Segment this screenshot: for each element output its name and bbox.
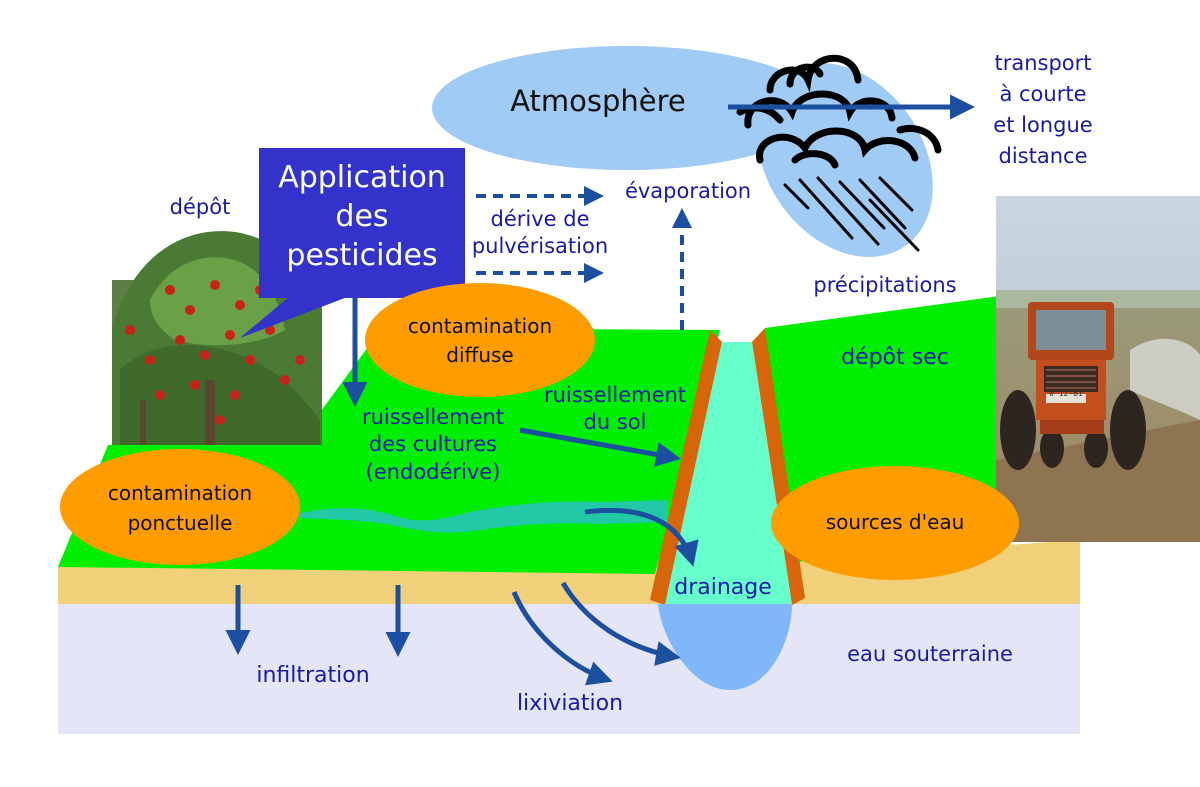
drainage-arrow bbox=[584, 507, 699, 567]
label-transport-line-1: transport bbox=[994, 51, 1092, 75]
label-transport-line-2: à courte bbox=[999, 82, 1087, 106]
label-ruissellement-cultures-line-2: des cultures bbox=[368, 432, 498, 457]
ellipse-ponctuelle-line-1: contamination bbox=[107, 481, 253, 505]
ellipse-diffuse bbox=[365, 283, 595, 397]
label-ruissellement-sol-line-1: ruissellement bbox=[543, 383, 687, 407]
label-transport: transport à courte et longue distance bbox=[978, 48, 1108, 172]
label-drift: dérive de pulvérisation bbox=[455, 206, 625, 261]
label-drift-line-1: dérive de bbox=[490, 207, 590, 231]
river-bank-left bbox=[650, 330, 722, 605]
label-transport-line-3: et longue bbox=[993, 113, 1093, 137]
stream bbox=[300, 500, 668, 533]
rain-lines bbox=[783, 176, 920, 252]
groundwater-layer bbox=[58, 604, 1080, 734]
label-lixiviation: lixiviation bbox=[516, 691, 624, 716]
label-transport-line-4: distance bbox=[998, 144, 1088, 168]
river-water bbox=[665, 342, 792, 605]
label-depot: dépôt bbox=[169, 195, 231, 219]
ellipse-diffuse-label: contamination diffuse bbox=[380, 312, 580, 370]
label-drainage: drainage bbox=[674, 575, 772, 600]
label-drift-line-2: pulvérisation bbox=[471, 234, 609, 259]
runoff-arrow bbox=[519, 427, 681, 467]
atmosphere-label: Atmosphère bbox=[510, 84, 686, 118]
label-ruissellement-cultures-line-1: ruissellement bbox=[361, 405, 505, 429]
lixiviation-arrow-2 bbox=[560, 581, 681, 666]
application-label: Application des pesticides bbox=[259, 158, 465, 275]
application-line-3: pesticides bbox=[286, 238, 438, 273]
label-depot-sec: dépôt sec bbox=[841, 345, 949, 370]
label-evaporation: évaporation bbox=[624, 179, 752, 203]
ellipse-ponctuelle-label: contamination ponctuelle bbox=[80, 478, 280, 538]
tractor-photo bbox=[996, 196, 1200, 542]
ellipse-diffuse-line-1: contamination bbox=[407, 314, 553, 338]
label-ruissellement-sol: ruissellement du sol bbox=[535, 382, 695, 437]
label-infiltration: infiltration bbox=[256, 663, 370, 688]
ellipse-sources bbox=[771, 466, 1019, 580]
application-box bbox=[240, 148, 465, 338]
atmosphere-ellipse bbox=[432, 46, 822, 170]
soil-layer bbox=[58, 567, 660, 604]
label-ruissellement-cultures-line-3: (endodérive) bbox=[365, 459, 501, 484]
ellipse-ponctuelle-line-2: ponctuelle bbox=[127, 511, 233, 535]
label-eau-souterraine: eau souterraine bbox=[847, 642, 1013, 666]
application-line-1: Application bbox=[278, 160, 446, 195]
tractor-plate: 0 12-81 bbox=[1049, 389, 1083, 398]
label-ruissellement-cultures: ruissellement des cultures (endodérive) bbox=[352, 404, 514, 486]
label-ruissellement-sol-line-2: du sol bbox=[583, 410, 647, 435]
label-precipitations: précipitations bbox=[813, 273, 957, 297]
ellipse-diffuse-line-2: diffuse bbox=[446, 343, 514, 367]
application-line-2: des bbox=[335, 199, 389, 234]
river-groundwater-pocket bbox=[658, 604, 792, 690]
ellipse-sources-label: sources d'eau bbox=[825, 510, 965, 534]
lixiviation-arrow-1 bbox=[511, 591, 613, 686]
ellipse-ponctuelle bbox=[60, 449, 300, 565]
